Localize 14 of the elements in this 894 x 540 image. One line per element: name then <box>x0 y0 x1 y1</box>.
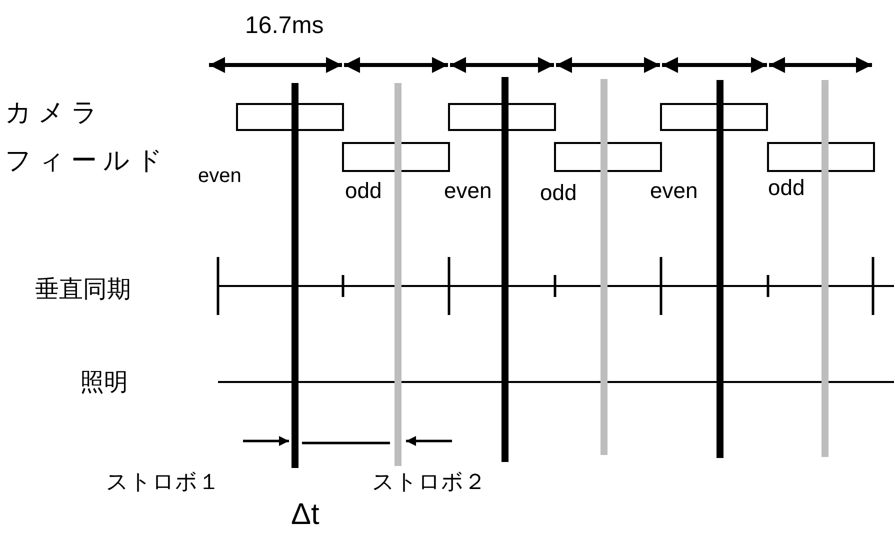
row-label: 照明 <box>80 370 128 394</box>
field-label: even <box>444 180 492 202</box>
row-label: フィールド <box>5 148 169 174</box>
period-label: 16.7ms <box>245 14 324 38</box>
field-label: even <box>650 180 698 202</box>
strobe-label: ストロボ２ <box>372 472 486 494</box>
row-label: カメラ <box>5 100 104 126</box>
strobe-label: ストロボ１ <box>106 472 220 494</box>
row-label: 垂直同期 <box>35 277 131 301</box>
field-label: even <box>198 166 242 186</box>
delta-t-label: Δt <box>291 500 320 530</box>
field-label: odd <box>540 182 577 204</box>
field-label: odd <box>768 177 805 199</box>
field-label: odd <box>345 180 382 202</box>
